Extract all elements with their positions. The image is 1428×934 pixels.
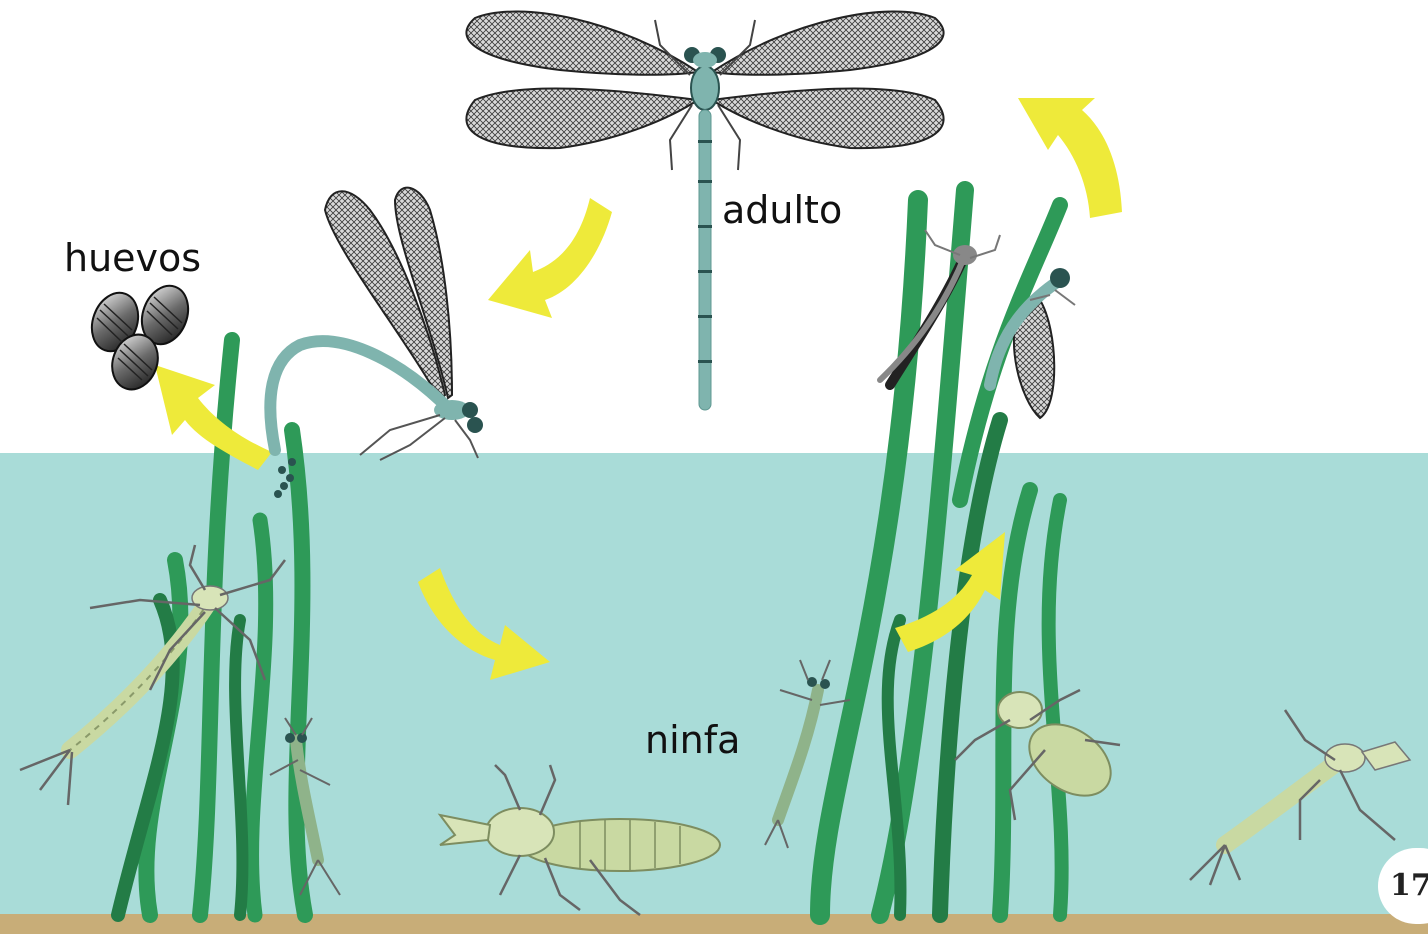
damselfly-adult-icon bbox=[466, 12, 943, 410]
label-nymph: ninfa bbox=[645, 718, 740, 762]
ground-strip bbox=[0, 914, 1428, 934]
label-adult: adulto bbox=[722, 188, 842, 232]
label-eggs: huevos bbox=[64, 236, 201, 280]
